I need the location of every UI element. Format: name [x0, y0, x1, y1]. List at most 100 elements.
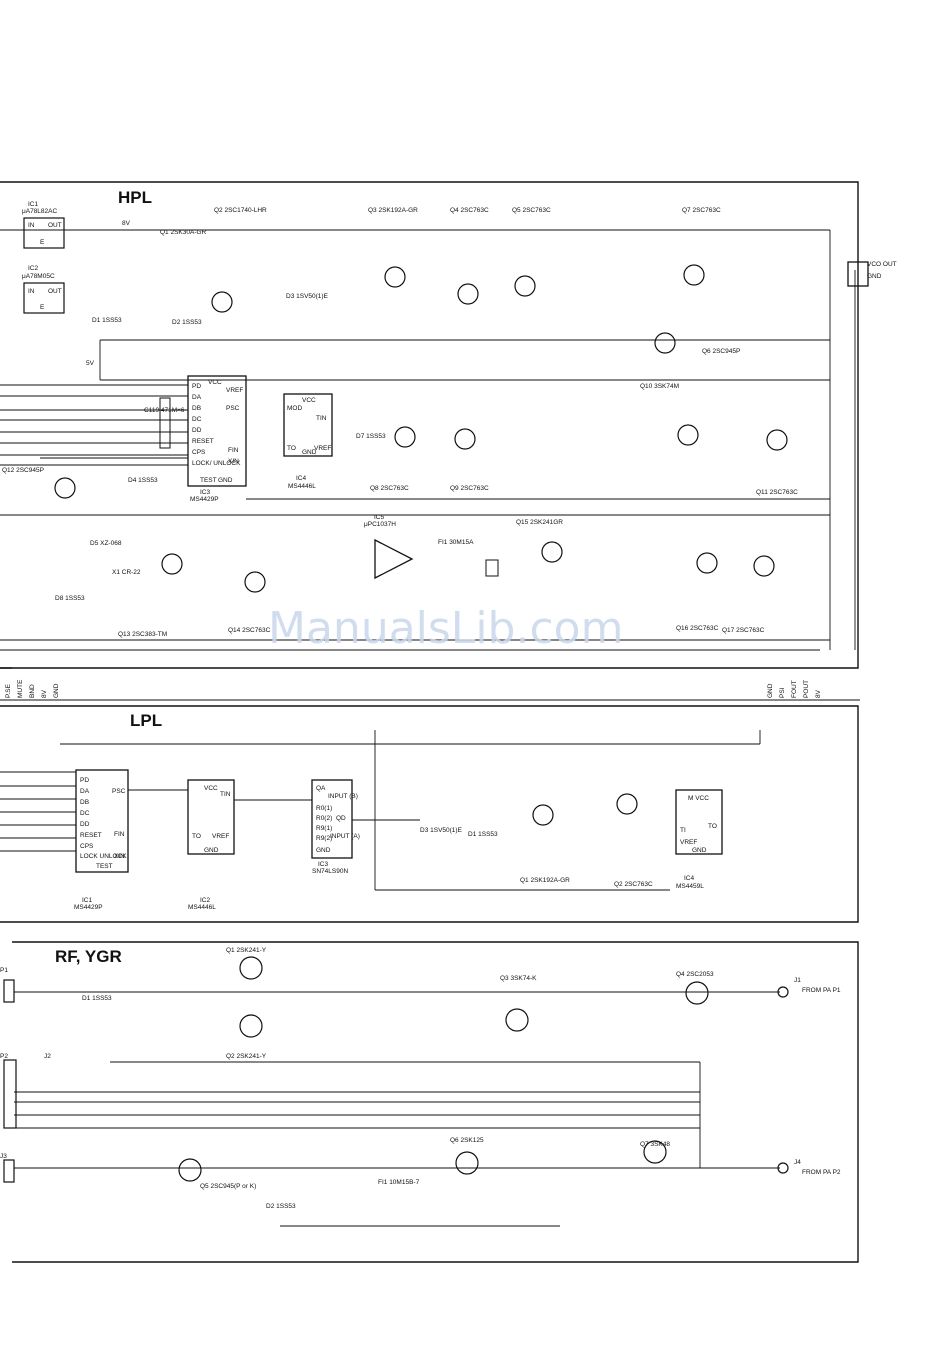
svg-text:Q14 2SC763C: Q14 2SC763C	[228, 627, 271, 634]
p1-connector	[847, 261, 869, 287]
lpl-ic1	[75, 769, 129, 873]
svg-text:FOUT: FOUT	[791, 680, 798, 698]
rf-title: RF, YGR	[55, 947, 122, 966]
svg-text:VREF: VREF	[226, 387, 243, 394]
svg-text:VREF: VREF	[212, 833, 229, 840]
svg-text:LOCK UNLOCK: LOCK UNLOCK	[80, 853, 127, 860]
svg-text:D2 1SS53: D2 1SS53	[172, 319, 202, 326]
svg-text:DC: DC	[192, 416, 202, 423]
svg-text:SN74LS90N: SN74LS90N	[312, 868, 348, 875]
svg-text:Q7 2SC763C: Q7 2SC763C	[682, 207, 721, 214]
rf-frame	[12, 941, 859, 1263]
svg-text:Q6 2SC945P: Q6 2SC945P	[702, 348, 740, 355]
lpl-ic2	[187, 779, 235, 855]
svg-text:R9(2): R9(2)	[316, 835, 332, 842]
svg-text:MS4429P: MS4429P	[74, 904, 103, 911]
svg-text:IC3: IC3	[200, 489, 211, 496]
svg-text:μA78L82AC: μA78L82AC	[22, 208, 57, 215]
svg-text:J3: J3	[0, 1153, 7, 1160]
svg-text:C119 471M×6: C119 471M×6	[144, 407, 185, 414]
svg-text:P2: P2	[0, 1053, 8, 1060]
svg-text:R9(1): R9(1)	[316, 825, 332, 832]
svg-text:8V: 8V	[41, 689, 48, 698]
svg-text:D5 XZ-068: D5 XZ-068	[90, 540, 122, 547]
svg-text:XIN: XIN	[114, 853, 125, 860]
hpl-frame	[0, 181, 859, 669]
svg-text:Q11 2SC763C: Q11 2SC763C	[756, 489, 798, 496]
hpl-title: HPL	[118, 188, 152, 207]
watermark: ManualsLib.com	[268, 603, 623, 654]
svg-text:P1: P1	[0, 967, 8, 974]
svg-text:LOCK/ UNLOCK: LOCK/ UNLOCK	[192, 460, 241, 467]
lpl-ic3	[311, 779, 353, 859]
svg-text:Q1 2SK241-Y: Q1 2SK241-Y	[226, 947, 267, 954]
svg-text:J1: J1	[794, 977, 801, 984]
svg-text:CPS: CPS	[192, 449, 206, 456]
svg-text:DA: DA	[192, 394, 202, 401]
svg-text:FI1 30M15A: FI1 30M15A	[438, 539, 474, 546]
svg-text:MS4429P: MS4429P	[190, 496, 219, 503]
svg-text:PD: PD	[80, 777, 89, 784]
svg-text:VREF: VREF	[314, 445, 331, 452]
svg-text:VCC: VCC	[302, 397, 316, 404]
svg-text:GND: GND	[53, 683, 60, 698]
svg-text:P.SE: P.SE	[5, 683, 12, 698]
svg-text:DD: DD	[80, 821, 90, 828]
svg-text:Q4 2SC763C: Q4 2SC763C	[450, 207, 489, 214]
svg-text:VCC: VCC	[204, 785, 218, 792]
svg-text:Q6 2SK125: Q6 2SK125	[450, 1137, 484, 1144]
svg-text:TEST: TEST	[96, 863, 113, 870]
svg-text:Q1 2SK192A-GR: Q1 2SK192A-GR	[520, 877, 570, 884]
svg-text:J2: J2	[44, 1053, 51, 1060]
svg-text:XIN: XIN	[228, 458, 239, 465]
svg-text:QA: QA	[316, 785, 326, 792]
svg-text:Q4 2SC2053: Q4 2SC2053	[676, 971, 714, 978]
svg-text:PSC: PSC	[112, 788, 126, 795]
svg-text:J4: J4	[794, 1159, 801, 1166]
svg-text:FIN: FIN	[114, 831, 125, 838]
svg-text:FROM PA P1: FROM PA P1	[802, 987, 841, 994]
svg-text:GND: GND	[316, 847, 331, 854]
svg-text:INPUT (A): INPUT (A)	[330, 833, 360, 840]
svg-text:Q13 2SC383-TM: Q13 2SC383-TM	[118, 631, 167, 638]
rf-section: RF, YGR Q1 2SK241-Y Q2 2SK241-Y Q3 3SK74…	[0, 947, 841, 1210]
svg-text:D1 1SS53: D1 1SS53	[92, 317, 122, 324]
svg-text:BND: BND	[29, 684, 36, 698]
svg-text:E: E	[40, 304, 45, 311]
svg-text:TO: TO	[287, 445, 296, 452]
svg-text:IC4: IC4	[296, 475, 307, 482]
svg-text:GND: GND	[867, 273, 882, 280]
svg-text:IC2: IC2	[28, 265, 39, 272]
svg-text:IC1: IC1	[28, 201, 39, 208]
svg-text:IC3: IC3	[318, 861, 329, 868]
svg-text:TI: TI	[680, 827, 686, 834]
svg-text:μA78M05C: μA78M05C	[22, 273, 55, 280]
hpl-ic3	[187, 375, 247, 487]
svg-text:Q2 2SC763C: Q2 2SC763C	[614, 881, 653, 888]
svg-text:Q17 2SC763C: Q17 2SC763C	[722, 627, 765, 634]
svg-text:TIN: TIN	[220, 791, 231, 798]
svg-text:RESET: RESET	[80, 832, 102, 839]
svg-text:D4 1SS53: D4 1SS53	[128, 477, 158, 484]
svg-text:IN: IN	[28, 288, 35, 295]
lpl-ic4	[675, 789, 723, 855]
svg-text:IC4: IC4	[684, 875, 695, 882]
svg-text:QD: QD	[336, 815, 346, 822]
svg-text:E: E	[40, 239, 45, 246]
svg-text:MUTE: MUTE	[17, 679, 24, 698]
svg-text:Q2 2SK241-Y: Q2 2SK241-Y	[226, 1053, 267, 1060]
svg-text:D2 1SS53: D2 1SS53	[266, 1203, 296, 1210]
svg-text:5V: 5V	[86, 360, 95, 367]
svg-text:Q16 2SC763C: Q16 2SC763C	[676, 625, 719, 632]
lpl-title: LPL	[130, 711, 162, 730]
svg-text:Q15 2SK241GR: Q15 2SK241GR	[516, 519, 563, 526]
svg-text:GND: GND	[767, 683, 774, 698]
svg-text:R0(2): R0(2)	[316, 815, 332, 822]
svg-text:Q3 2SK192A-GR: Q3 2SK192A-GR	[368, 207, 418, 214]
svg-text:D1 1SS53: D1 1SS53	[82, 995, 112, 1002]
svg-text:DD: DD	[192, 427, 202, 434]
svg-text:DA: DA	[80, 788, 90, 795]
ic1-regulator	[23, 217, 65, 314]
svg-text:VCC: VCC	[208, 379, 222, 386]
